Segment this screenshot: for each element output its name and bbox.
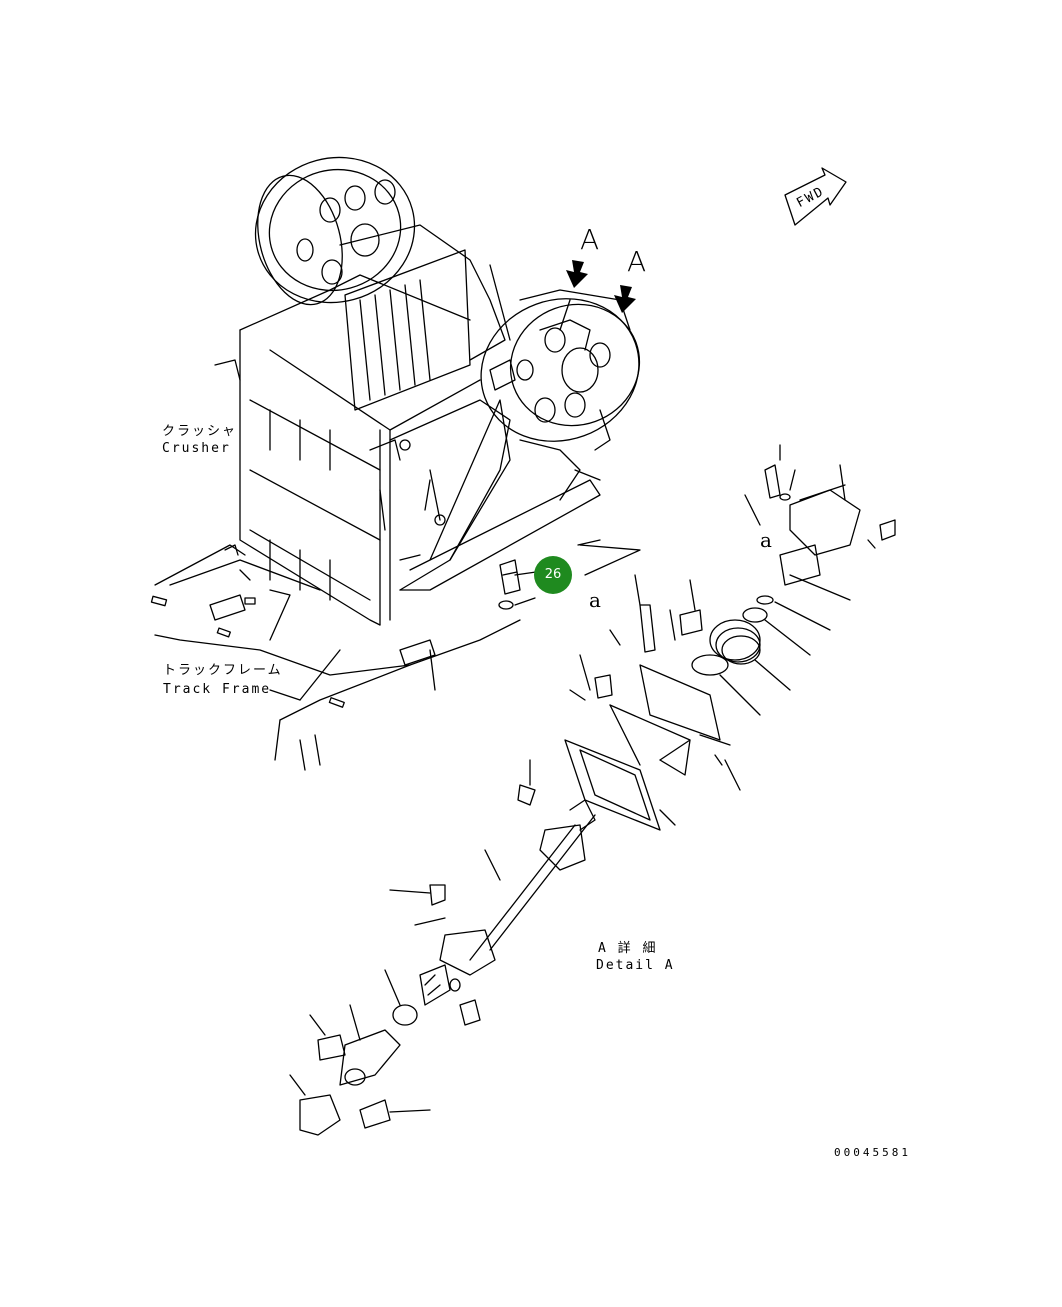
track-frame-label-ja: トラックフレーム xyxy=(163,663,283,678)
arrow-marker-a-upper: a xyxy=(760,528,772,552)
crusher-label-en: Crusher xyxy=(162,441,231,456)
detail-label-en: Detail A xyxy=(596,958,675,973)
drawing-number: 00045581 xyxy=(834,1146,911,1159)
detail-a-parts xyxy=(569,544,851,716)
end-fittings xyxy=(289,1004,431,1136)
guard-cover xyxy=(744,444,896,556)
arrow-marker-a-lower: a xyxy=(589,588,601,612)
crusher-body xyxy=(214,224,601,626)
part-callout-26[interactable]: 26 xyxy=(534,556,572,594)
detail-label-ja: A 詳 細 xyxy=(598,941,658,956)
crusher-label-ja: クラッシャ xyxy=(162,424,238,439)
track-frame-label-en: Track Frame xyxy=(163,682,272,697)
view-arrows xyxy=(566,260,636,313)
bolt-26 xyxy=(498,559,537,610)
drive-shaft xyxy=(384,759,596,1026)
view-marker-a-left: A xyxy=(580,223,600,256)
leader-lines xyxy=(269,264,511,701)
view-marker-a-right: A xyxy=(627,245,647,278)
rear-flywheel xyxy=(254,156,416,306)
flange-housing xyxy=(564,664,741,831)
front-flywheel xyxy=(480,289,641,451)
fwd-arrow-icon xyxy=(784,167,847,226)
track-frame xyxy=(150,539,641,771)
